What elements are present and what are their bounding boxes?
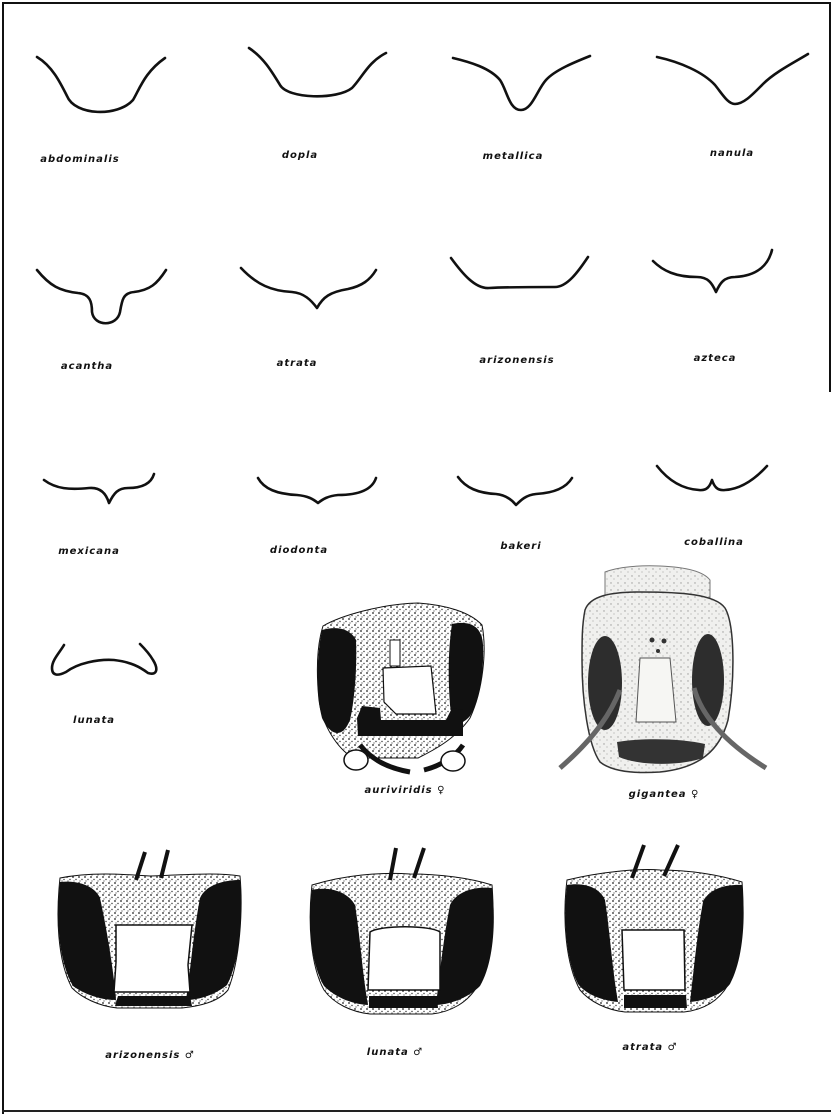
head-lunata-male (310, 848, 494, 1014)
label-atrata-male: atrata ♂ (622, 1042, 677, 1053)
outline-diodonta (258, 478, 376, 503)
label-lunata-male: lunata ♂ (367, 1047, 423, 1058)
label-auriviridis-female: auriviridis ♀ (365, 785, 446, 796)
label-arizonensis: arizonensis (479, 355, 554, 366)
outline-acantha (37, 270, 166, 323)
head-atrata-male (565, 845, 744, 1012)
outline-atrata (241, 268, 376, 308)
outline-mexicana (44, 474, 154, 503)
label-atrata: atrata (277, 358, 318, 369)
label-metallica: metallica (483, 151, 544, 162)
label-coballina: coballina (684, 537, 744, 548)
label-acantha: acantha (61, 361, 113, 372)
outline-nanula (657, 54, 808, 104)
head-gigantea-female (546, 566, 796, 779)
label-nanula: nanula (710, 148, 754, 159)
head-auriviridis-female (317, 603, 484, 772)
outline-azteca (653, 250, 772, 292)
outline-abdominalis (37, 57, 165, 112)
label-dopla: dopla (282, 150, 318, 161)
label-diodonta: diodonta (270, 545, 328, 556)
head-arizonensis-male (58, 850, 241, 1008)
outline-dopla (249, 48, 386, 96)
label-gigantea-female: gigantea ♀ (629, 789, 700, 800)
outline-coballina (657, 466, 767, 490)
label-lunata: lunata (73, 715, 115, 726)
outline-lunata (52, 644, 156, 675)
label-azteca: azteca (694, 353, 737, 364)
label-mexicana: mexicana (58, 546, 120, 557)
label-bakeri: bakeri (500, 541, 541, 552)
outline-arizonensis (451, 257, 588, 288)
label-arizonensis-male: arizonensis ♂ (105, 1050, 195, 1061)
outline-bakeri (458, 477, 572, 505)
label-abdominalis: abdominalis (40, 154, 119, 165)
outline-metallica (453, 56, 590, 110)
